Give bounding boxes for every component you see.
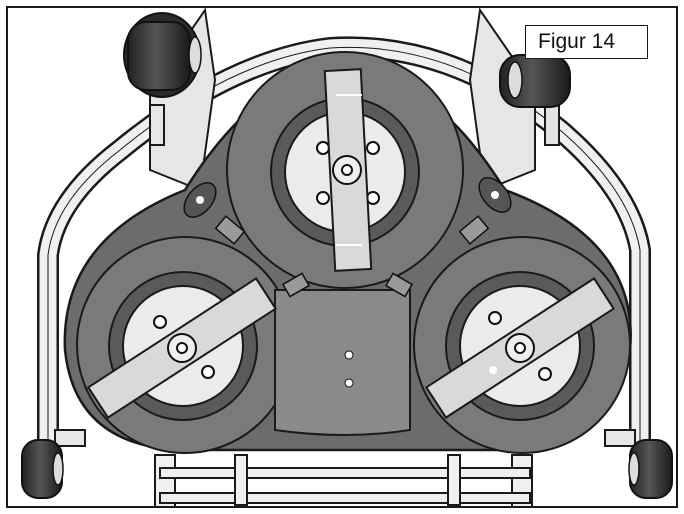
blade-left [86, 277, 278, 419]
wheel-rear-right [604, 429, 673, 499]
blade-right [424, 277, 616, 419]
wheel-front-right [499, 54, 571, 108]
blade-top [323, 68, 373, 272]
bumper-frame [37, 36, 651, 451]
chassis-frame [154, 454, 533, 508]
wheel-front-left [123, 12, 202, 98]
wheel-rear-left [21, 429, 86, 499]
figure-label: Figur 14 [525, 25, 648, 59]
